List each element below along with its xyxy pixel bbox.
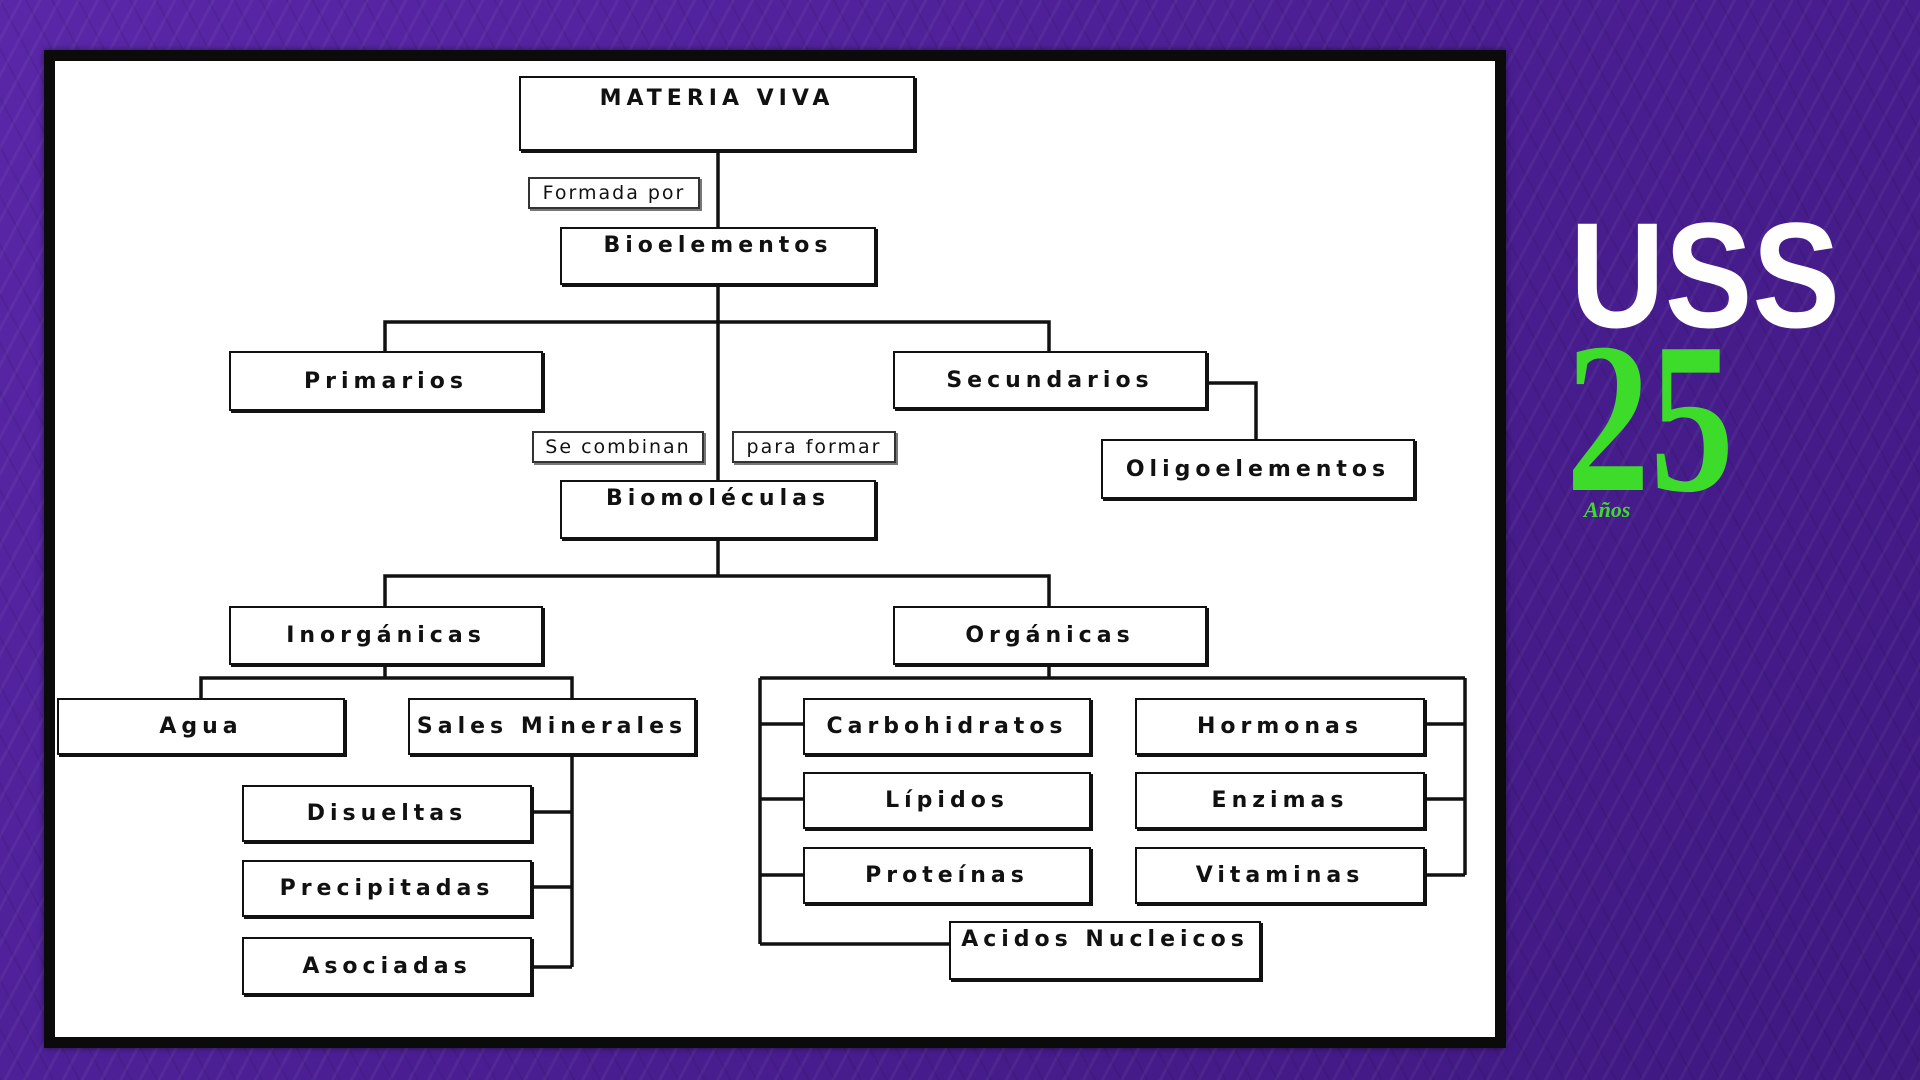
node-oligoelementos: Oligoelementos (1101, 439, 1415, 499)
node-agua: Agua (57, 698, 345, 755)
node-lipidos: Lípidos (803, 772, 1091, 829)
node-asociadas: Asociadas (242, 937, 532, 995)
logo-anniversary-number: 25 (1566, 298, 1734, 537)
node-primarios: Primarios (229, 351, 543, 411)
logo-brand-text: USS (1570, 215, 1840, 359)
label-se-combinan: Se combinan (532, 431, 704, 463)
node-disueltas: Disueltas (242, 785, 532, 842)
connector-agua-sales (199, 676, 574, 698)
node-materia-viva: MATERIA VIVA (519, 76, 915, 151)
node-bioelementos: Bioelementos (560, 227, 876, 285)
node-organicas: Orgánicas (893, 606, 1207, 665)
label-para-formar: para formar (732, 431, 896, 463)
node-acidos-nucleicos: Acidos Nucleicos (949, 921, 1261, 980)
node-secundarios: Secundarios (893, 351, 1207, 409)
node-hormonas: Hormonas (1135, 698, 1425, 755)
node-sales-minerales: Sales Minerales (408, 698, 696, 755)
node-enzimas: Enzimas (1135, 772, 1425, 829)
node-proteinas: Proteínas (803, 847, 1091, 904)
node-precipitadas: Precipitadas (242, 860, 532, 917)
diagram-slide: MATERIA VIVA Formada por Bioelementos Pr… (44, 50, 1506, 1048)
node-vitaminas: Vitaminas (1135, 847, 1425, 904)
node-carbohidratos: Carbohidratos (803, 698, 1091, 755)
connector-secundarios-oligo (1205, 381, 1258, 439)
node-inorganicas: Inorgánicas (229, 606, 543, 665)
label-formada-por: Formada por (528, 177, 700, 209)
node-biomoleculas: Biomoléculas (560, 480, 876, 539)
connector-inorg-org (383, 574, 1051, 606)
logo-anniversary-word: Años (1582, 497, 1630, 522)
connector-lines (199, 151, 1467, 969)
uss-25-logo: USS 25 Años (1566, 215, 1840, 537)
connector-primarios-secundarios (383, 320, 1051, 351)
